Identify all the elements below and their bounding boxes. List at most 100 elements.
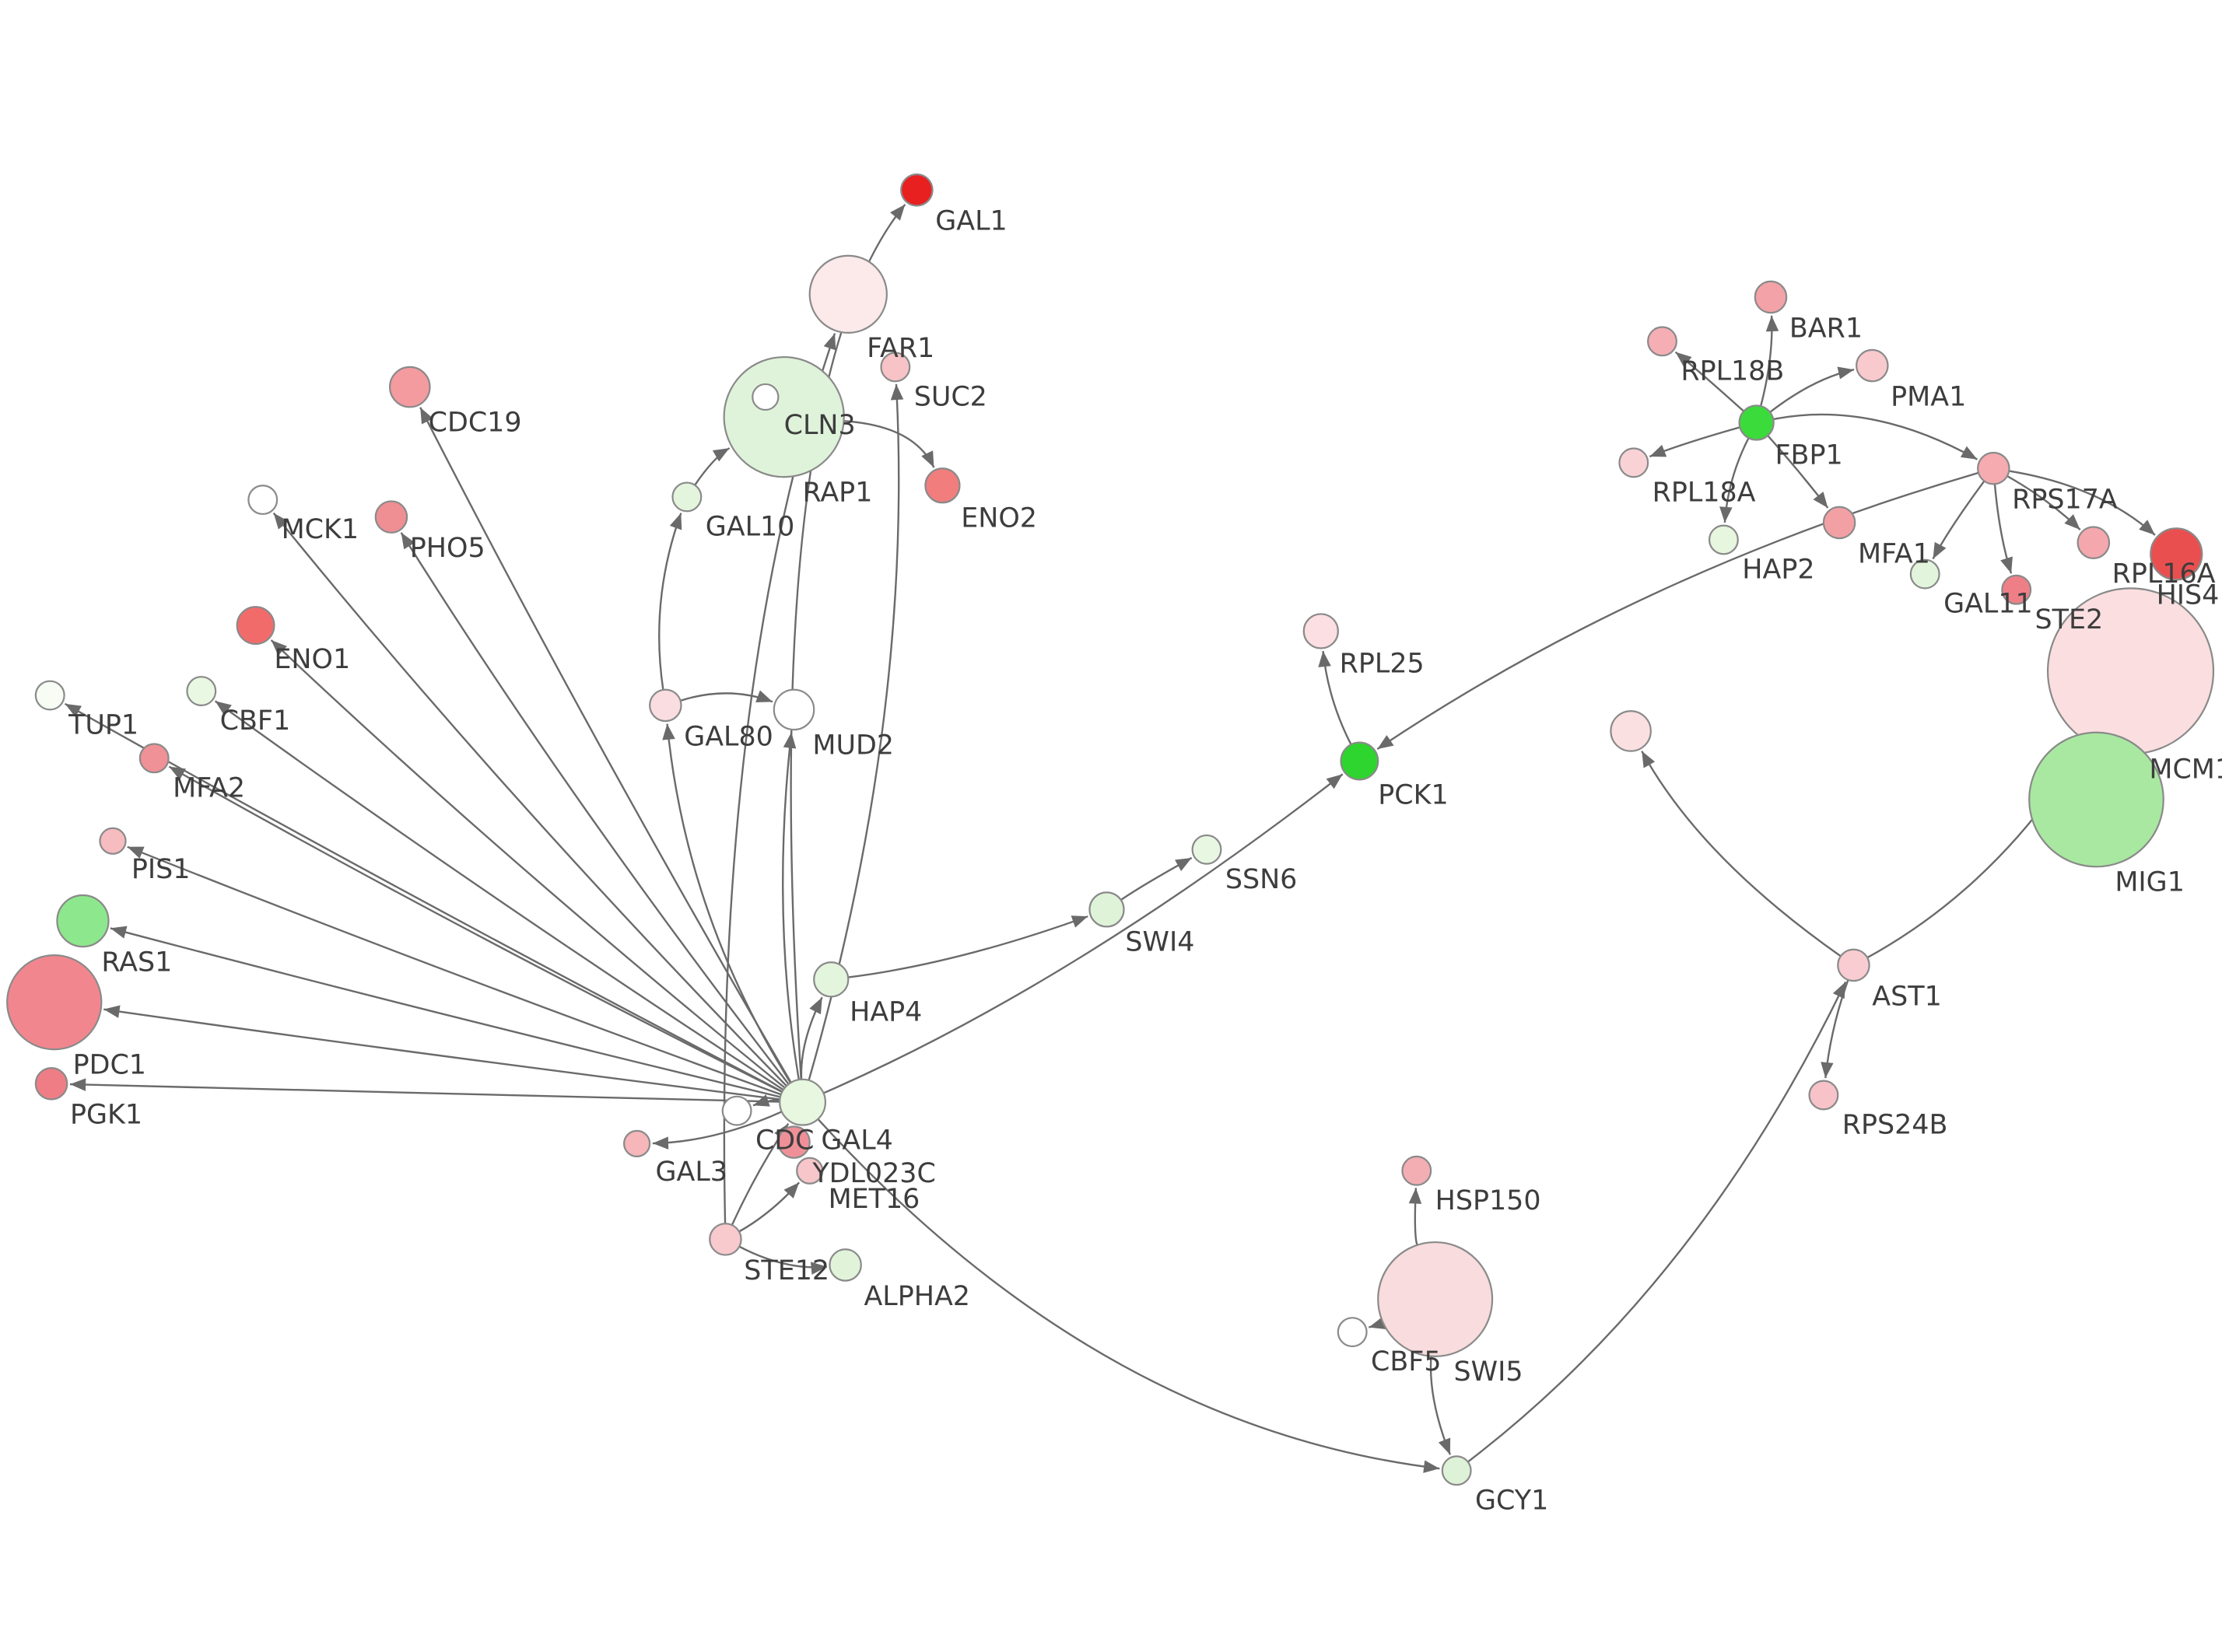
arrowhead-GAL10-RAP1: [712, 448, 730, 462]
edge-GAL4-CDC19[interactable]: [419, 407, 792, 1083]
node-MIG1[interactable]: [2028, 731, 2164, 868]
arrowhead-SWI5-GCY1: [1438, 1437, 1451, 1455]
node-SWI4[interactable]: [1088, 891, 1125, 928]
arrowhead-FBP1-RPS17A: [1960, 446, 1978, 460]
edge-RPS17A-PCK1[interactable]: [1376, 471, 1979, 751]
node-CDC19[interactable]: [388, 366, 431, 408]
edge-GAL4-GAL80[interactable]: [666, 723, 792, 1083]
node-PIS1[interactable]: [99, 827, 127, 855]
node-GAL1[interactable]: [900, 173, 934, 207]
node-STE2[interactable]: [2001, 574, 2032, 605]
arrowhead-GAL4-CDC: [753, 1094, 770, 1107]
edge-GAL4-CBF1[interactable]: [214, 700, 784, 1091]
arrowhead-RAP1-ENO2: [921, 450, 934, 468]
edge-GAL4-MCK1[interactable]: [272, 512, 787, 1087]
arrowhead-GAL4-PCK1: [1326, 774, 1343, 789]
node-ENO1[interactable]: [236, 606, 275, 646]
node-AST1[interactable]: [1837, 948, 1870, 982]
node-BAR1[interactable]: [1754, 280, 1788, 314]
arrowhead-FBP1-RPL18A: [1649, 444, 1667, 457]
node-CLN3[interactable]: [752, 383, 780, 411]
node-MUD2[interactable]: [773, 688, 815, 731]
arrowhead-GAL4-SUC2: [890, 383, 904, 401]
node-HAP2[interactable]: [1708, 524, 1739, 555]
node-SUC2[interactable]: [880, 352, 911, 383]
node-RPL18A[interactable]: [1618, 447, 1649, 478]
node-ALPHA2[interactable]: [829, 1248, 862, 1282]
arrowhead-GAL4-MUD2: [783, 732, 797, 749]
node-STE12[interactable]: [709, 1223, 742, 1256]
node-MFA2[interactable]: [138, 743, 170, 774]
edge-RAP1-ENO2[interactable]: [843, 420, 935, 468]
node-RPL16A[interactable]: [2077, 526, 2111, 559]
edge-GAL4-ENO1[interactable]: [270, 639, 786, 1089]
node-RAS1[interactable]: [56, 894, 110, 948]
node-HSP150[interactable]: [1401, 1155, 1432, 1186]
node-MFA1[interactable]: [1822, 506, 1856, 540]
edges-layer: [64, 204, 2156, 1473]
arrowhead-GAL4-MFA2: [169, 766, 186, 780]
node-SSN6[interactable]: [1191, 834, 1222, 865]
arrowhead-GAL4-CBF1: [215, 701, 232, 716]
edge-GAL4-MUD2[interactable]: [782, 732, 800, 1080]
node-HIS4[interactable]: [2150, 527, 2203, 581]
edge-RPS17A-HIS4[interactable]: [2009, 470, 2156, 536]
arrowhead-GAL4-PGK1: [69, 1078, 86, 1091]
node-RPL18B[interactable]: [1647, 326, 1677, 357]
arrowhead-STE12-FAR1: [823, 333, 836, 351]
node-RAP1[interactable]: [723, 355, 845, 478]
node-RPS24B[interactable]: [1808, 1080, 1839, 1111]
node-GAL10[interactable]: [671, 481, 703, 513]
edge-GAL4-PIS1[interactable]: [127, 845, 782, 1096]
node-label-SWI4: SWI4: [1125, 927, 1194, 958]
node-ENO2[interactable]: [924, 467, 961, 504]
edge-GAL80-GAL10[interactable]: [658, 513, 682, 691]
edge-GAL4-MFA2[interactable]: [168, 765, 783, 1094]
arrowhead-GAL4-TUP1: [65, 703, 82, 717]
node-CDC[interactable]: [721, 1095, 752, 1126]
node-YDL023C[interactable]: [777, 1125, 811, 1159]
edge-GAL4-PCK1[interactable]: [823, 773, 1344, 1094]
edge-FBP1-RPS17A[interactable]: [1773, 413, 1978, 460]
node-GAL80[interactable]: [649, 688, 682, 723]
node-PDC1[interactable]: [6, 954, 103, 1051]
edge-GAL4-PDC1[interactable]: [103, 1008, 780, 1101]
node-TUP1[interactable]: [34, 680, 65, 711]
node-FBP1[interactable]: [1738, 404, 1775, 441]
node-GAL4[interactable]: [779, 1078, 827, 1126]
arrowhead-HAP4-SWI4: [1071, 915, 1088, 928]
edge-GCY1-AST1[interactable]: [1467, 981, 1847, 1463]
edge-GAL4-TUP1[interactable]: [64, 702, 783, 1093]
node-RPS17A[interactable]: [1977, 451, 2010, 485]
node-label-RAS1: RAS1: [101, 947, 172, 978]
node-FAR1[interactable]: [808, 254, 888, 334]
edge-GAL4-RAS1[interactable]: [110, 927, 781, 1098]
node-HAP4[interactable]: [813, 961, 850, 998]
node-PCK1[interactable]: [1340, 741, 1379, 781]
node-RPL25[interactable]: [1302, 613, 1339, 649]
node-SWI5[interactable]: [1377, 1241, 1494, 1357]
edge-GAL4-GCY1[interactable]: [817, 1118, 1440, 1470]
arrowhead-GAL4-PDC1: [103, 1005, 121, 1018]
node-PMA1[interactable]: [1856, 348, 1889, 383]
node-label-CDC19: CDC19: [429, 407, 522, 438]
node-MCK1[interactable]: [247, 485, 279, 516]
arrowhead-STE12-MET16: [783, 1182, 800, 1199]
node-label-MUD2: MUD2: [812, 730, 894, 761]
node-GAL3[interactable]: [623, 1129, 651, 1158]
node-PHO5[interactable]: [374, 500, 408, 534]
node-CBF5[interactable]: [1337, 1317, 1368, 1348]
node-CBF1[interactable]: [186, 676, 217, 707]
edge-AST1-UNNAMED[interactable]: [1641, 751, 1842, 957]
node-unnamed[interactable]: [1610, 710, 1652, 752]
edge-GAL4-PHO5[interactable]: [400, 532, 790, 1085]
node-GCY1[interactable]: [1441, 1455, 1472, 1486]
node-PGK1[interactable]: [34, 1067, 68, 1101]
node-label-RPS24B: RPS24B: [1842, 1110, 1948, 1141]
edge-GAL4-PGK1[interactable]: [69, 1083, 780, 1103]
node-MET16[interactable]: [796, 1157, 824, 1185]
edge-HAP4-SWI4[interactable]: [847, 915, 1088, 978]
node-label-HAP4: HAP4: [850, 997, 922, 1028]
node-GAL11[interactable]: [1909, 558, 1940, 590]
